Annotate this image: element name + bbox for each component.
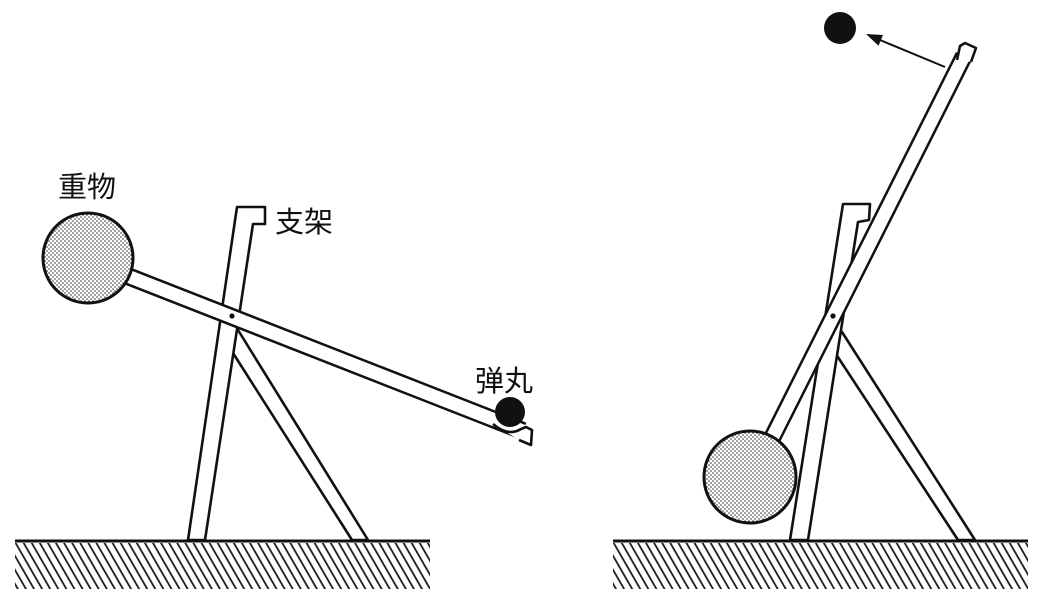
pivot-dot (229, 313, 235, 319)
frame-brace (828, 330, 977, 542)
ground-hatching (15, 543, 430, 589)
throwing-arm (121, 266, 534, 447)
projectile (495, 397, 525, 427)
trajectory-arrow-icon (866, 34, 946, 68)
ground-hatching (613, 543, 1028, 589)
trebuchet-cocked: 重物 支架 弹丸 (15, 170, 534, 589)
frame-post (186, 205, 267, 542)
ground-right (613, 539, 1028, 589)
counterweight (41, 211, 135, 305)
arm-cup (492, 423, 534, 447)
pivot-dot (830, 313, 836, 319)
label-projectile: 弹丸 (475, 364, 533, 398)
frame-post (788, 202, 872, 542)
ground-left (15, 539, 430, 589)
label-frame: 支架 (275, 205, 333, 239)
arm-hook (955, 41, 978, 63)
throwing-arm (743, 41, 978, 483)
trebuchet-released (613, 12, 1028, 589)
counterweight (702, 429, 798, 525)
label-weight: 重物 (58, 170, 116, 204)
projectile (824, 12, 856, 44)
